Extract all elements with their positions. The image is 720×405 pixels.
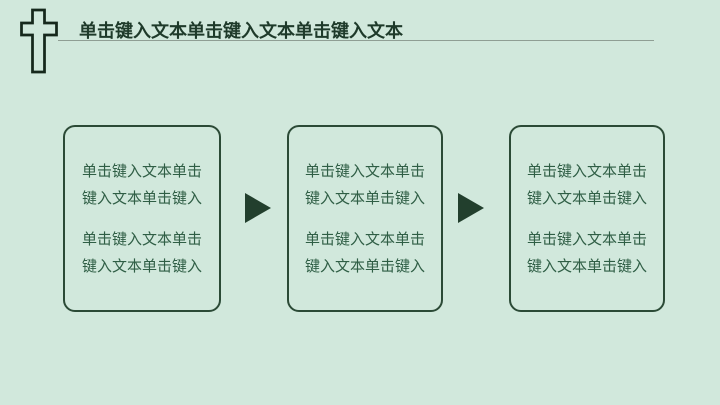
box-2-paragraph-2: 单击键入文本单击 键入文本单击键入 — [305, 226, 425, 280]
process-box-2[interactable]: 单击键入文本单击 键入文本单击键入 单击键入文本单击 键入文本单击键入 — [287, 125, 443, 312]
box-3-paragraph-1: 单击键入文本单击 键入文本单击键入 — [527, 158, 647, 212]
process-box-3[interactable]: 单击键入文本单击 键入文本单击键入 单击键入文本单击 键入文本单击键入 — [509, 125, 665, 312]
box-text-line: 单击键入文本单击 — [81, 229, 202, 248]
slide-title-placeholder[interactable]: 单击键入文本单击键入文本单击键入文本 — [79, 21, 403, 42]
box-text-line: 键入文本单击键入 — [526, 188, 647, 207]
box-text-line: 单击键入文本单击 — [304, 229, 425, 248]
arrow-right-icon — [458, 193, 484, 223]
arrow-right-icon — [245, 193, 271, 223]
box-text-line: 单击键入文本单击 — [526, 229, 647, 248]
box-2-paragraph-1: 单击键入文本单击 键入文本单击键入 — [305, 158, 425, 212]
box-3-paragraph-2: 单击键入文本单击 键入文本单击键入 — [527, 226, 647, 280]
box-1-paragraph-1: 单击键入文本单击 键入文本单击键入 — [82, 158, 202, 212]
box-text-line: 键入文本单击键入 — [526, 256, 647, 275]
process-box-1[interactable]: 单击键入文本单击 键入文本单击键入 单击键入文本单击 键入文本单击键入 — [63, 125, 221, 312]
title-divider — [58, 40, 654, 41]
box-text-line: 单击键入文本单击 — [304, 161, 425, 180]
box-text-line: 单击键入文本单击 — [526, 161, 647, 180]
box-text-line: 键入文本单击键入 — [304, 188, 425, 207]
cross-icon — [20, 8, 58, 74]
box-1-paragraph-2: 单击键入文本单击 键入文本单击键入 — [82, 226, 202, 280]
box-text-line: 键入文本单击键入 — [81, 188, 202, 207]
box-text-line: 键入文本单击键入 — [304, 256, 425, 275]
box-text-line: 键入文本单击键入 — [81, 256, 202, 275]
box-text-line: 单击键入文本单击 — [81, 161, 202, 180]
